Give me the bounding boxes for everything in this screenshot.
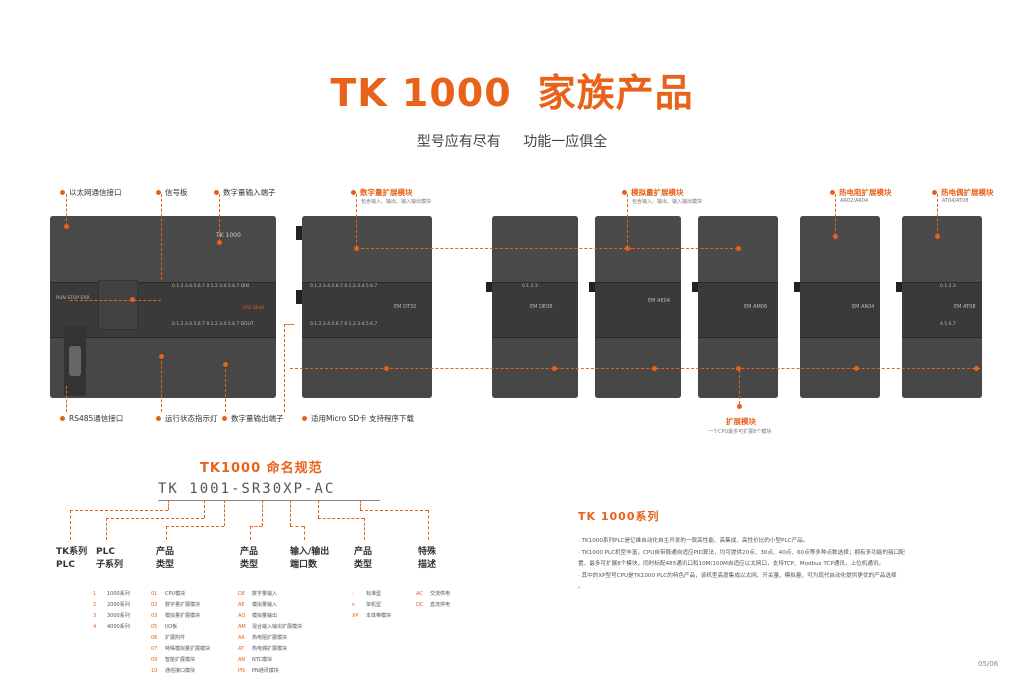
cpu-top-io: 0.1.2.3.4.5.6.7 0.1.2.3.4.5.6.7 DIN bbox=[172, 284, 249, 289]
series-description: · TK1000系列PLC是亿维自动化自主开发的一款高性能、高集成、高性价比的小… bbox=[578, 536, 973, 594]
callout-ana-ext-sub: 包含输入、输出、输入输出模块 bbox=[632, 199, 703, 205]
series-line: 置，最多可扩展8个模块，同时标配485通讯口和10M/100M自适应以太网口，支… bbox=[578, 561, 885, 567]
m6-top-io: 0.1.2.3 bbox=[940, 284, 956, 289]
ext-module-ae04 bbox=[595, 216, 681, 398]
callout-tc-ext-sub: AT04/AT08 bbox=[942, 198, 969, 204]
naming-title: TK1000 命名规范 bbox=[200, 461, 323, 476]
bullet-icon bbox=[351, 190, 356, 195]
series-line: · TK1000系列PLC是亿维自动化自主开发的一款高性能、高集成、高性价比的小… bbox=[578, 538, 809, 544]
m6-label: EM AT08 bbox=[954, 304, 976, 310]
callout-sd-card: 适用Micro SD卡 支持程序下载 bbox=[302, 413, 414, 424]
page-number: 05/06 bbox=[978, 660, 999, 668]
list-item: -标准型 bbox=[352, 591, 382, 597]
m6-bot-io: 4.5.6.7 bbox=[940, 322, 956, 327]
callout-ana-ext: 模拟量扩展模块 bbox=[622, 187, 684, 198]
col-io-ports: 输入/输出端口数 bbox=[290, 547, 330, 570]
m4-label: EM AM06 bbox=[744, 304, 768, 310]
callout-run-led: 运行状态指示灯 bbox=[156, 413, 218, 424]
callout-rtd-ext: 热电阻扩展模块 bbox=[830, 187, 892, 198]
bullet-icon bbox=[302, 416, 307, 421]
m2-top-io: 0.1.2.3 bbox=[522, 284, 538, 289]
bullet-icon bbox=[932, 190, 937, 195]
callout-tc-ext: 热电偶扩展模块 bbox=[932, 187, 994, 198]
m3-label: EM AE04 bbox=[648, 298, 671, 304]
col-product-type-2: 产品类型 bbox=[240, 547, 259, 570]
series-line: 。 bbox=[578, 584, 584, 590]
col-product-type-1: 产品类型 bbox=[156, 547, 175, 570]
bullet-icon bbox=[156, 190, 161, 195]
m2-label: EM DE08 bbox=[530, 304, 553, 310]
cpu-status: RUN STOP ERR bbox=[56, 296, 90, 301]
ext-module-de08 bbox=[492, 216, 578, 398]
callout-dig-ext-sub: 包含输入、输出、输入输出模块 bbox=[361, 199, 432, 205]
bullet-icon bbox=[60, 416, 65, 421]
m1-label: EM DT32 bbox=[394, 304, 417, 310]
callout-ethernet: 以太网通信接口 bbox=[60, 187, 122, 198]
m5-label: EM AR04 bbox=[852, 304, 875, 310]
bullet-icon bbox=[222, 416, 227, 421]
bullet-icon bbox=[214, 190, 219, 195]
callout-di-terminal: 数字量输入端子 bbox=[214, 187, 276, 198]
callout-signal-board: 信号板 bbox=[156, 187, 188, 198]
cpu-model-label: TK 1000 bbox=[216, 232, 241, 239]
col-special: 特殊描述 bbox=[418, 547, 437, 570]
bullet-icon bbox=[60, 190, 65, 195]
series-line: · 其中的XP型号CPU是TK1000 PLC的特色产品，该机型高度集成以太网、… bbox=[578, 572, 897, 579]
callout-rtd-ext-sub: AR02/AR04 bbox=[840, 198, 869, 204]
rs485-port bbox=[64, 326, 86, 396]
callout-rs485: RS485通信接口 bbox=[60, 413, 123, 424]
m1-top-io: 0.1.2.3.4.5.6.7 0.1.2.3.4.5.6.7 bbox=[310, 284, 378, 289]
naming-code: TK 1001-SR30XP-AC bbox=[158, 481, 336, 497]
cpu-mid-label: CPU SR40 bbox=[242, 306, 265, 311]
callout-ext-module-sub: 一个CPU最多可扩展8个模块 bbox=[708, 429, 772, 435]
m1-bot-io: 0.1.2.3.4.5.6.7 0.1.2.3.4.5.6.7 bbox=[310, 322, 378, 327]
cpu-bot-io: 0.1.2.3.4.5.6.7 0.1.2.3.4.5.6.7 DOUT bbox=[172, 322, 254, 327]
callout-do-terminal: 数字量输出端子 bbox=[222, 413, 284, 424]
callout-ext-module: 扩展模块 bbox=[726, 417, 756, 426]
cpu-module-image bbox=[50, 216, 276, 398]
bullet-icon bbox=[156, 416, 161, 421]
page-subtitle: 型号应有尽有 功能一应俱全 bbox=[416, 134, 608, 150]
col-product-type-3: 产品类型 bbox=[354, 547, 373, 570]
bullet-icon bbox=[622, 190, 627, 195]
bullet-icon bbox=[830, 190, 835, 195]
callout-dig-ext: 数字量扩展模块 bbox=[351, 187, 413, 198]
series-line: · TK1000 PLC机型丰富，CPU自带稳通自适应PID算法，均可提供20点… bbox=[578, 549, 905, 556]
series-title: TK 1000系列 bbox=[578, 510, 660, 523]
